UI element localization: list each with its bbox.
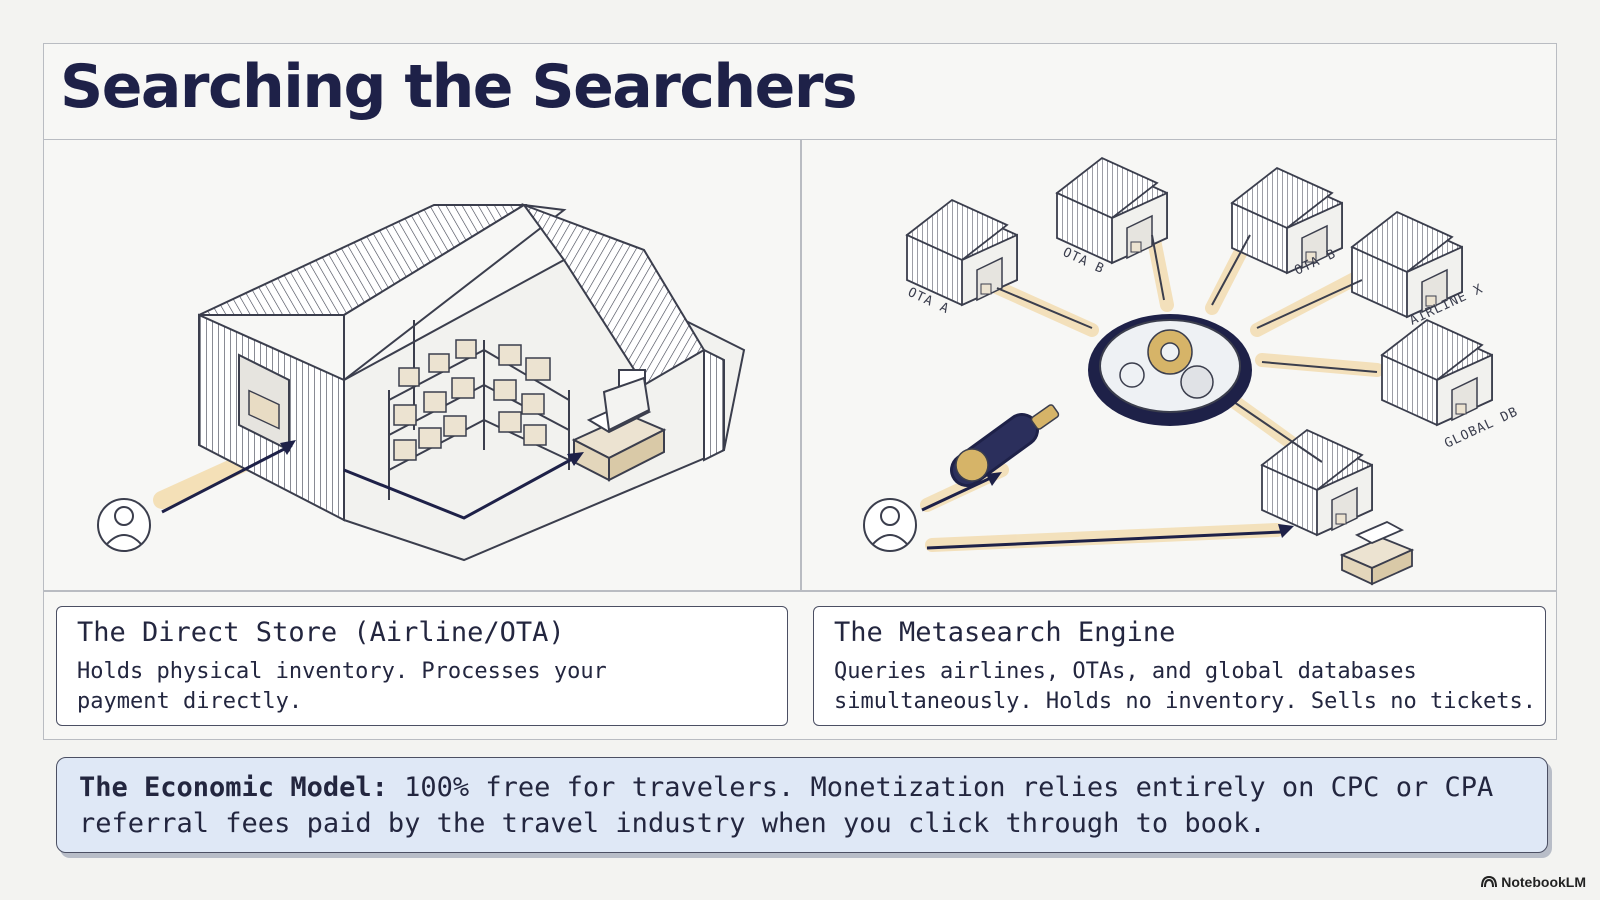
user-icon: [97, 498, 151, 552]
arrow-icon: [161, 443, 293, 514]
warehouse-icon: [1381, 319, 1493, 426]
notebooklm-logo-icon: [1481, 876, 1498, 888]
panel-divider: [800, 140, 802, 590]
direct-store-heading: The Direct Store (Airline/OTA): [77, 617, 565, 648]
row-divider: [44, 590, 1556, 592]
magnifier-icon: [950, 314, 1252, 487]
direct-store-line-2: payment directly.: [77, 689, 303, 714]
cash-register-icon: [1339, 521, 1415, 586]
inventory-boxes: [393, 339, 551, 461]
page-title: Searching the Searchers: [60, 52, 858, 122]
brand-label: NotebookLM: [1501, 874, 1586, 890]
metasearch-heading: The Metasearch Engine: [834, 617, 1176, 648]
title-bar: Searching the Searchers: [44, 44, 1556, 140]
metasearch-line-1: Queries airlines, OTAs, and global datab…: [834, 659, 1417, 684]
gear-icon: [1147, 329, 1193, 375]
direct-store-card: The Direct Store (Airline/OTA) Holds phy…: [56, 606, 788, 726]
metasearch-line-2: simultaneously. Holds no inventory. Sell…: [834, 689, 1536, 714]
direct-store-line-1: Holds physical inventory. Processes your: [77, 659, 607, 684]
arrow-icon: [926, 530, 1283, 550]
economic-model-body: 100% free for travelers. Monetization re…: [79, 772, 1494, 839]
economic-model-label: The Economic Model:: [79, 772, 388, 803]
arrow-icon: [921, 473, 998, 512]
economic-model-callout: The Economic Model: 100% free for travel…: [56, 757, 1548, 853]
metasearch-card: The Metasearch Engine Queries airlines, …: [813, 606, 1546, 726]
notebooklm-brand: NotebookLM: [1481, 874, 1586, 890]
economic-model-text: The Economic Model: 100% free for travel…: [79, 770, 1509, 842]
direct-store-description: Holds physical inventory. Processes your…: [77, 657, 607, 717]
cash-register-icon: [571, 369, 667, 482]
direct-store-illustration: [97, 202, 746, 562]
warehouse-icon: [1261, 429, 1373, 536]
user-icon: [863, 498, 917, 552]
metasearch-description: Queries airlines, OTAs, and global datab…: [834, 657, 1536, 717]
metasearch-illustration: OTA A OTA B OTA B AIRLINE X GLOBAL DB: [863, 157, 1521, 586]
slide-frame: Searching the Searchers: [43, 43, 1557, 740]
